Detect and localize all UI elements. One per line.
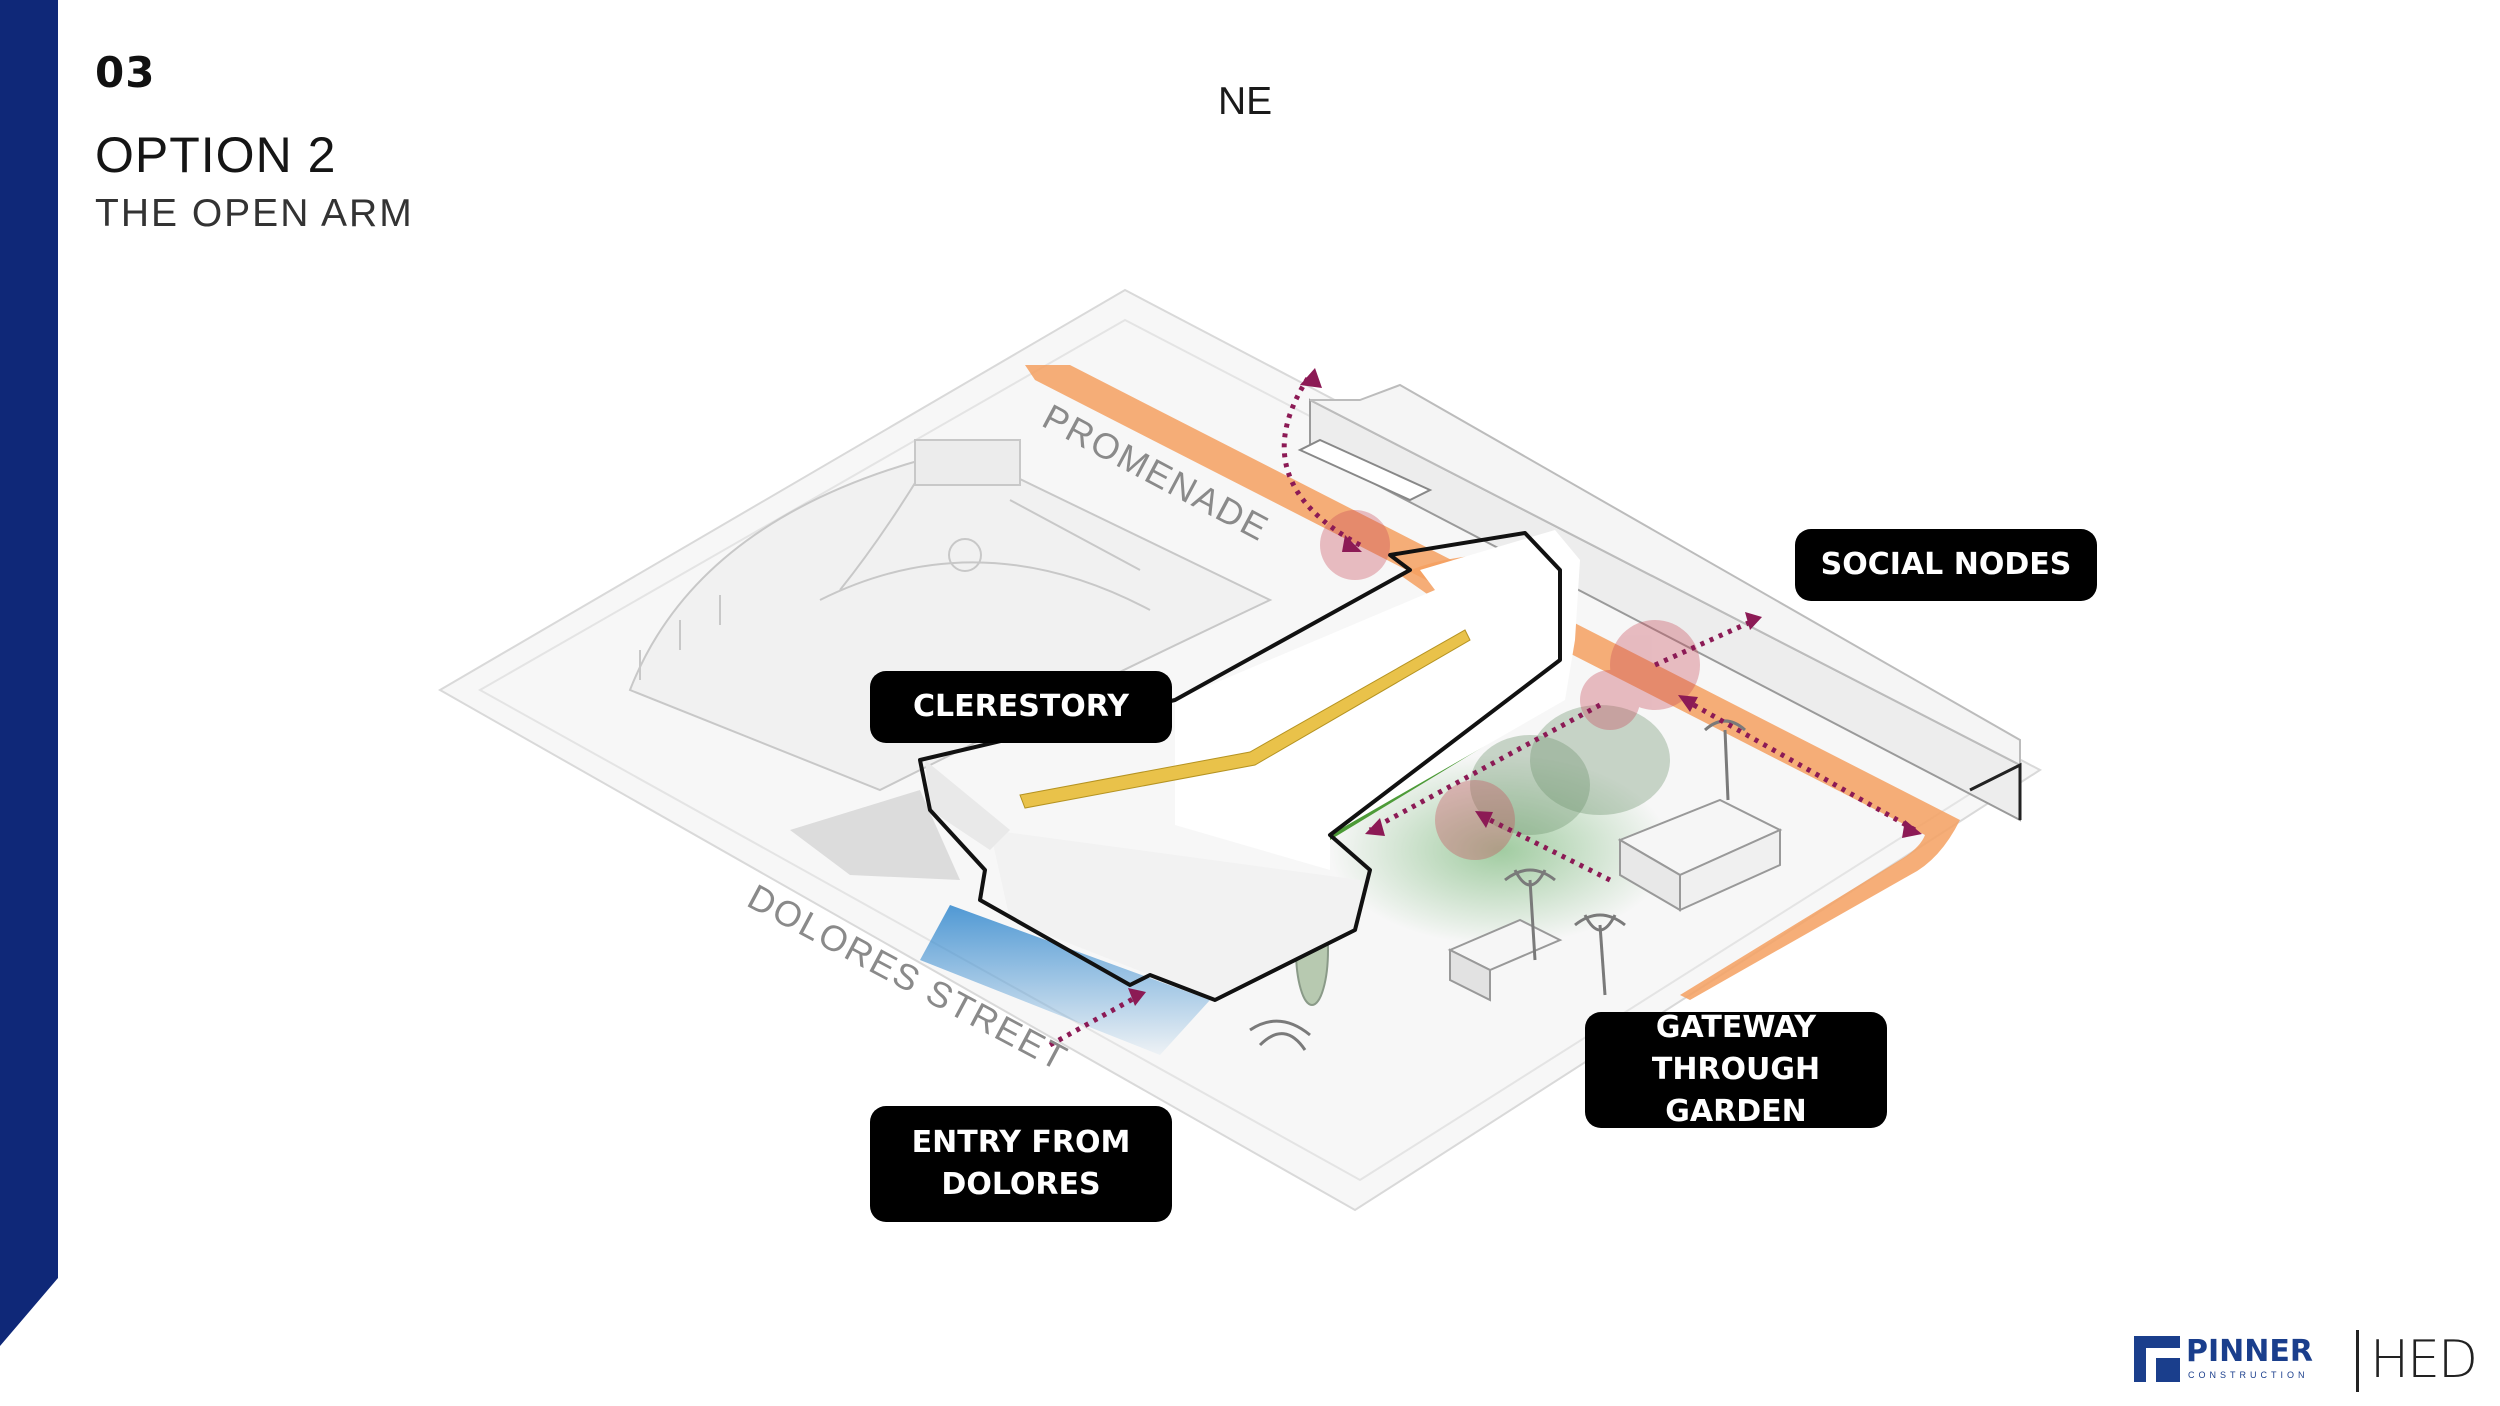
movement-arrows xyxy=(1048,373,1917,1048)
compass-direction-label: NE xyxy=(1218,80,1273,123)
garden-shade xyxy=(1330,755,1670,945)
hed-logo: HED xyxy=(2370,1330,2478,1390)
callout-clerestory-text: CLERESTORY xyxy=(913,689,1129,724)
garden-shade xyxy=(1530,705,1670,815)
callout-gateway-line2: THROUGH GARDEN xyxy=(1651,1052,1821,1129)
callout-entry-from-dolores: ENTRY FROM DOLORES xyxy=(870,1106,1172,1222)
callout-clerestory: CLERESTORY xyxy=(870,671,1172,743)
building-shadow xyxy=(790,790,960,880)
callout-gateway-line1: GATEWAY xyxy=(1655,1010,1817,1045)
baseball-field xyxy=(628,439,1273,792)
palm-trees xyxy=(1249,719,1747,1051)
callout-gateway-through-garden: GATEWAY THROUGH GARDEN xyxy=(1585,1010,1887,1129)
side-accent-bar xyxy=(0,0,58,1346)
pinner-logo-text: PINNER xyxy=(2186,1334,2313,1369)
main-building xyxy=(918,530,1580,1002)
callout-entry-line2: DOLORES xyxy=(941,1167,1101,1202)
arrow-heads xyxy=(1128,368,1922,1006)
garden-shade xyxy=(1470,735,1590,835)
side-building xyxy=(1297,383,2022,822)
entry-plaza-highlight xyxy=(920,905,1210,1055)
option-subtitle: THE OPEN ARM xyxy=(95,192,414,235)
footer-logos: PINNER CONSTRUCTION HED xyxy=(2134,1322,2500,1392)
callout-social-nodes-text: SOCIAL NODES xyxy=(1820,547,2072,582)
callout-social-nodes: SOCIAL NODES xyxy=(1795,529,2097,601)
callout-entry-line1: ENTRY FROM xyxy=(911,1125,1131,1160)
pinner-logo-icon xyxy=(2134,1336,2180,1382)
slide-number: 03 xyxy=(95,48,156,97)
logo-divider xyxy=(2356,1330,2359,1392)
option-title: OPTION 2 xyxy=(95,127,337,183)
clerestory-strip xyxy=(1019,629,1471,809)
garden-pavilions xyxy=(1447,798,1783,1002)
pinner-logo-subtext: CONSTRUCTION xyxy=(2188,1370,2309,1380)
